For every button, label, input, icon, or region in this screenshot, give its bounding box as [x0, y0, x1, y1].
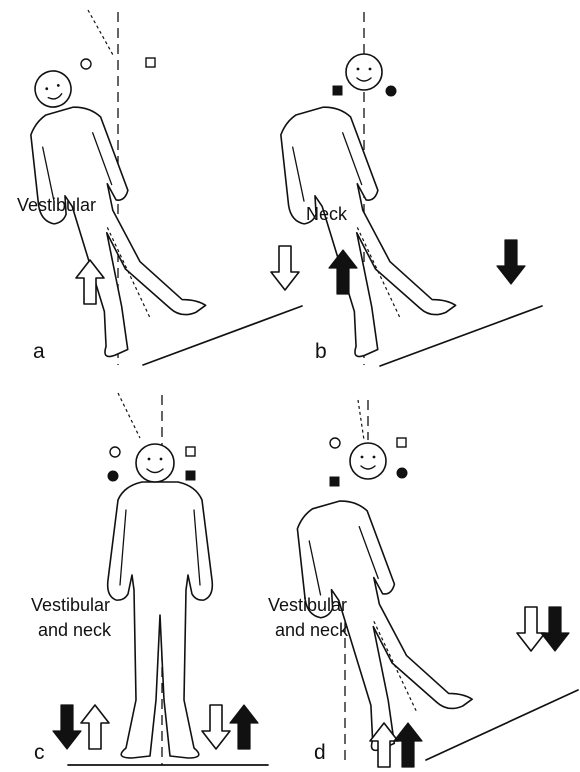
- panel-d: Vestibular and neck d: [268, 400, 578, 767]
- filled-down-arrow: [497, 240, 525, 284]
- tilted-support-surface: [143, 306, 302, 365]
- open-down-arrow: [202, 705, 230, 749]
- open-square-marker: [397, 438, 406, 447]
- filled-square-marker: [186, 471, 195, 480]
- head: [350, 443, 386, 479]
- open-square-marker: [186, 447, 195, 456]
- open-down-arrow: [271, 246, 299, 290]
- panel-b-letter: b: [315, 340, 327, 363]
- filled-up-arrow: [230, 705, 258, 749]
- filled-square-marker: [333, 86, 342, 95]
- head-axis-line: [118, 393, 140, 438]
- panel-c: Vestibular and neck c: [31, 393, 268, 765]
- open-circle-marker: [110, 447, 120, 457]
- panel-d-label-line1: Vestibular: [268, 595, 347, 615]
- panel-d-letter: d: [314, 741, 326, 764]
- open-circle-marker: [330, 438, 340, 448]
- open-circle-marker: [81, 59, 91, 69]
- open-square-marker: [146, 58, 155, 67]
- upright-body: [108, 444, 213, 758]
- filled-down-arrow: [53, 705, 81, 749]
- tilted-support-surface: [380, 306, 542, 366]
- filled-up-arrow: [394, 723, 422, 767]
- filled-circle-marker: [397, 468, 407, 478]
- panel-b-label: Neck: [306, 204, 348, 224]
- body-outline: [108, 482, 213, 758]
- panel-a: Vestibular a: [4, 10, 302, 365]
- open-down-arrow: [517, 607, 545, 651]
- head-axis-line: [88, 10, 113, 55]
- open-up-arrow: [81, 705, 109, 749]
- filled-circle-marker: [386, 86, 396, 96]
- filled-circle-marker: [108, 471, 118, 481]
- panel-a-label: Vestibular: [17, 195, 96, 215]
- head-axis-line: [358, 400, 364, 440]
- panel-c-letter: c: [34, 741, 45, 764]
- panel-c-label-line2: and neck: [38, 620, 112, 640]
- panel-b: Neck b: [265, 12, 542, 366]
- upright-head: [346, 54, 382, 90]
- panel-a-letter: a: [33, 340, 45, 363]
- panel-c-label-line1: Vestibular: [31, 595, 110, 615]
- panel-d-label-line2: and neck: [275, 620, 349, 640]
- body-outline: [15, 87, 212, 364]
- head: [136, 444, 174, 482]
- filled-square-marker: [330, 477, 339, 486]
- filled-down-arrow: [541, 607, 569, 651]
- head: [31, 67, 76, 112]
